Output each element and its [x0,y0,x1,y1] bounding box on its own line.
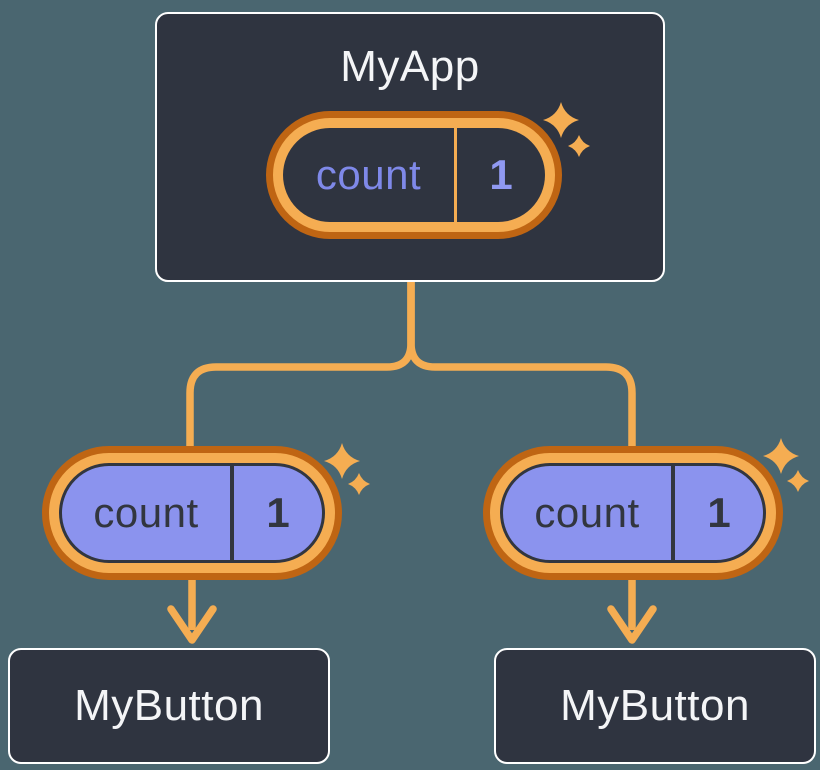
state-name-label: count [534,489,640,536]
state-value-label: 1 [489,151,513,198]
branch-line-left [186,281,415,448]
state-value-label: 1 [266,489,290,536]
sparkle-big-icon [763,438,799,474]
state-pill-myapp-body: count 1 [283,128,545,222]
state-pill-right-body: count 1 [500,463,766,563]
state-pill-myapp: count 1 [266,111,562,239]
state-pill-divider [671,466,675,560]
node-mybutton-right-title: MyButton [560,681,750,730]
state-name-label: count [93,489,199,536]
state-pill-left-body: count 1 [59,463,325,563]
sparkle-small-icon [348,473,370,495]
node-myapp-title: MyApp [340,42,480,91]
branch-line-right [407,281,636,448]
state-pill-left: count 1 [42,446,342,580]
node-mybutton-left-title: MyButton [74,681,264,730]
state-name-label: count [315,151,422,198]
arrow-head-right-icon [607,605,657,644]
state-value-label: 1 [707,489,731,536]
node-mybutton-right: MyButton [494,648,816,764]
state-pill-divider [454,128,457,222]
node-mybutton-left: MyButton [8,648,330,764]
state-pill-divider [230,466,234,560]
state-pill-right: count 1 [483,446,783,580]
sparkle-small-icon [787,470,809,492]
node-myapp: MyApp count 1 [155,12,665,282]
arrow-head-left-icon [167,605,217,644]
